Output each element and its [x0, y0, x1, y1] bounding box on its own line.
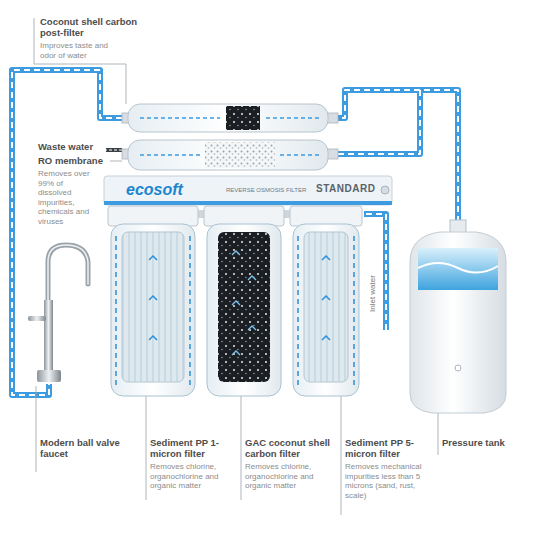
- water-flow-lines: [12, 70, 458, 395]
- label-slot: REVERSE OSMOSIS FILTER: [226, 187, 306, 194]
- label-slot: Improves taste and odor of water: [40, 41, 120, 60]
- part-name: RO membrane: [38, 155, 110, 166]
- ball-valve-faucet: [28, 245, 88, 382]
- label-slot: Removes mechanical impurities less than …: [345, 462, 435, 500]
- part-description: Improves taste and odor of water: [40, 41, 120, 60]
- product-line: REVERSE OSMOSIS FILTER: [226, 187, 306, 194]
- label-slot: ecosoft: [126, 181, 183, 199]
- part-name: Sediment PP 1-micron filter: [150, 437, 238, 459]
- label-slot: Sediment PP 1-micron filter: [150, 437, 238, 459]
- label-slot: STANDARD: [316, 183, 375, 195]
- part-description: Removes chlorine, organochlorine and org…: [150, 462, 236, 491]
- part-name: Modern ball valve faucet: [40, 437, 140, 459]
- pressure-tank: [410, 220, 506, 413]
- part-description: Removes chlorine, organochlorine and org…: [245, 462, 333, 491]
- label-slot: Sediment PP 5-micron filter: [345, 437, 435, 459]
- ro-membrane-cylinder: [122, 140, 338, 170]
- mounting-bracket: [104, 176, 392, 205]
- label-slot: Pressure tank: [442, 437, 542, 448]
- part-name: GAC coconut shell carbon filter: [245, 437, 340, 459]
- inlet-label: Inlet water: [368, 275, 377, 312]
- leader-lines: [34, 18, 438, 515]
- part-name: Waste water: [38, 141, 108, 152]
- label-slot: Removes chlorine, organochlorine and org…: [150, 462, 236, 491]
- part-description: Removes over 99% of dissolved impurities…: [38, 169, 98, 226]
- part-name: Pressure tank: [442, 437, 542, 448]
- label-slot: RO membrane: [38, 155, 110, 166]
- label-slot: GAC coconut shell carbon filter: [245, 437, 340, 459]
- label-slot: Coconut shell carbon post-filter: [40, 16, 140, 38]
- part-description: Removes mechanical impurities less than …: [345, 462, 435, 500]
- part-name: Coconut shell carbon post-filter: [40, 16, 140, 38]
- part-name: Sediment PP 5-micron filter: [345, 437, 435, 459]
- post-filter-cylinder: [122, 104, 338, 132]
- label-slot: Inlet water: [368, 275, 377, 312]
- brand-logo: ecosoft: [126, 181, 183, 199]
- label-slot: Removes over 99% of dissolved impurities…: [38, 169, 98, 226]
- model-name: STANDARD: [316, 183, 375, 195]
- label-slot: Modern ball valve faucet: [40, 437, 140, 459]
- filter-housings: [108, 206, 362, 396]
- label-slot: Removes chlorine, organochlorine and org…: [245, 462, 333, 491]
- label-slot: Waste water: [38, 141, 108, 152]
